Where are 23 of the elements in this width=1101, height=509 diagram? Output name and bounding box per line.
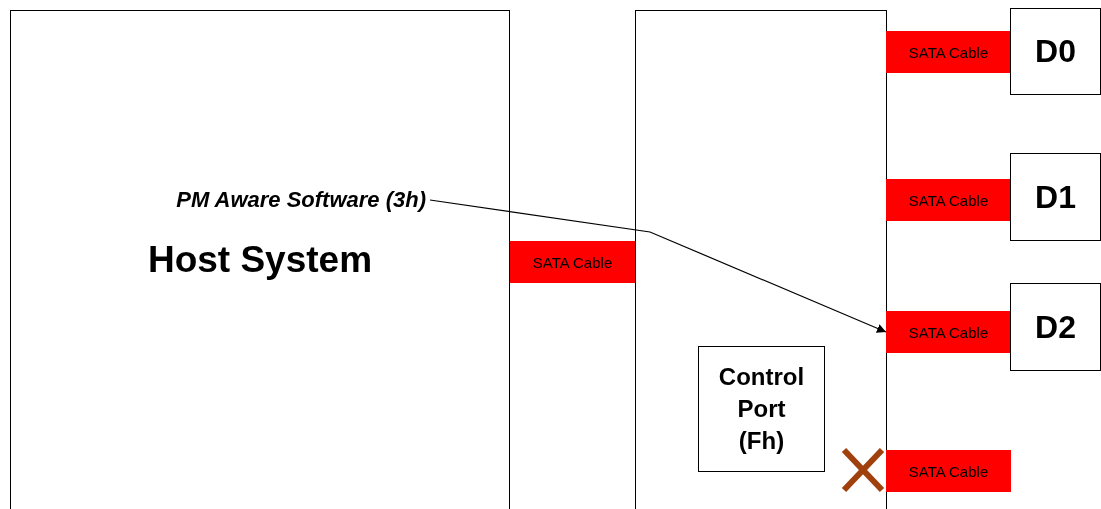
- drive-box: [1010, 283, 1101, 371]
- drive-box: [1010, 8, 1101, 95]
- cable-label: SATA Cable: [908, 462, 989, 480]
- drive-box: [1010, 153, 1101, 241]
- cable-label: SATA Cable: [532, 253, 613, 271]
- cable-bar: [886, 311, 1011, 353]
- cable-label: SATA Cable: [908, 43, 989, 61]
- control-port-box: [698, 346, 825, 472]
- cable-label: SATA Cable: [908, 191, 989, 209]
- host-system-box: [10, 10, 510, 509]
- box-title: Host System: [146, 239, 374, 281]
- arrow: [429, 199, 887, 333]
- software-label: PM Aware Software (3h): [176, 187, 426, 213]
- cable-bar: [886, 31, 1011, 73]
- cable-bar: [886, 179, 1011, 221]
- cable-label: SATA Cable: [908, 323, 989, 341]
- drive-label: D2: [1035, 308, 1076, 346]
- port-label: Control Port (Fh): [717, 362, 806, 456]
- device-box: [635, 10, 887, 509]
- drive-label: D0: [1035, 33, 1076, 70]
- cable-bar: [510, 241, 635, 283]
- drive-label: D1: [1035, 178, 1076, 216]
- cable-bar: [886, 450, 1011, 492]
